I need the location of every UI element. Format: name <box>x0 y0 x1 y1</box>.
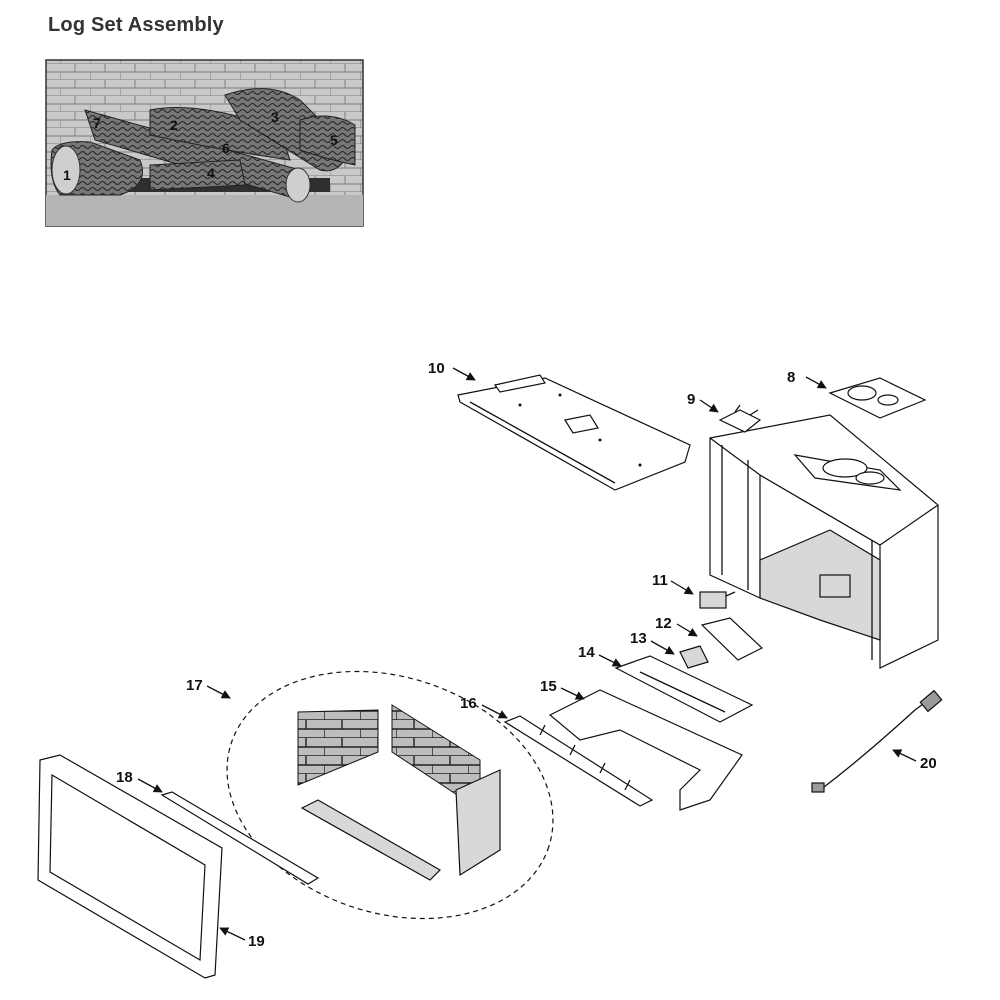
part-19-front-frame <box>37 754 223 979</box>
firebox-body <box>709 414 939 669</box>
part-9-bracket <box>718 404 762 433</box>
part-label-18: 18 <box>116 769 133 786</box>
log-label-6: 6 <box>222 140 230 156</box>
part-label-10: 10 <box>428 360 445 377</box>
part-label-15: 15 <box>540 678 557 695</box>
part-label-12: 12 <box>655 615 672 632</box>
part-label-17: 17 <box>186 677 203 694</box>
part-10-top-panel <box>457 374 691 491</box>
log-label-2: 2 <box>170 117 178 133</box>
log-label-4: 4 <box>207 165 215 181</box>
part-20-power-cord <box>811 689 943 793</box>
part-label-8: 8 <box>787 369 795 386</box>
part-13-clip <box>679 645 709 669</box>
part-8-vent-plate <box>828 377 927 419</box>
log-label-5: 5 <box>330 132 338 148</box>
log-label-1: 1 <box>63 167 71 183</box>
part-16-burner-rail <box>503 715 654 807</box>
part-12-cover <box>700 617 764 661</box>
part-11-valve <box>699 591 736 609</box>
part-15-base-plate <box>548 689 743 811</box>
log-label-3: 3 <box>271 109 279 125</box>
part-label-11: 11 <box>652 572 668 589</box>
part-18-glass-strip <box>160 791 320 885</box>
part-label-20: 20 <box>920 755 937 772</box>
part-14-burner-tray <box>614 655 754 723</box>
part-label-9: 9 <box>687 391 695 408</box>
part-label-16: 16 <box>460 695 477 712</box>
part-label-19: 19 <box>248 933 265 950</box>
part-label-13: 13 <box>630 630 647 647</box>
log-label-7: 7 <box>93 115 101 131</box>
part-label-14: 14 <box>578 644 595 661</box>
log-set-photo: 1 2 3 4 5 6 7 <box>45 59 364 227</box>
part-17-refractory-set <box>226 670 554 920</box>
part-labels: 8 9 10 11 12 13 14 15 16 17 18 19 20 <box>116 360 937 950</box>
page-title: Log Set Assembly <box>48 14 224 36</box>
